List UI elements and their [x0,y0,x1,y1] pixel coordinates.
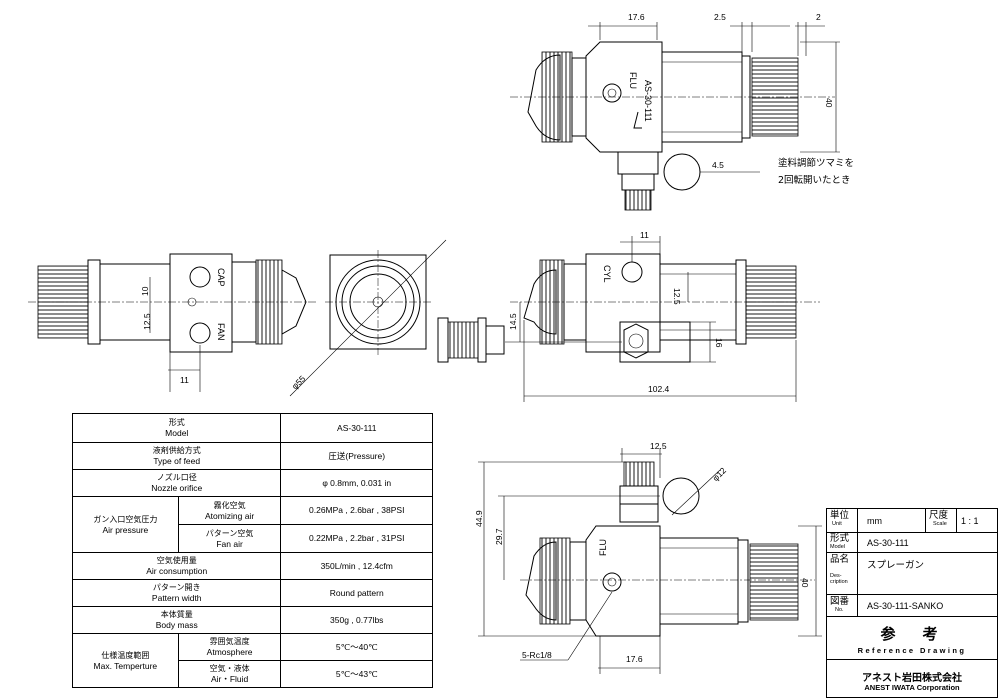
dim-left-11: 11 [180,375,189,385]
desc-value: スプレーガン [867,560,925,571]
right-view: CYL 11 12.5 14.5 16 102.4 [505,230,820,402]
spec-consumption-value: 350L/min , 12.4cfm [280,552,433,580]
spec-fan-value: 0.22MPa , 2.2bar , 31PSI [280,524,433,553]
flu-label-bottom: FLU [598,539,608,556]
dim-top-40: 40 [824,98,834,108]
model-label-jp: 形式 [830,533,850,544]
dim-bot-44-9: 44.9 [474,510,484,527]
dim-top-2: 2 [816,12,821,22]
unit-label-jp: 単位 [830,510,850,521]
spec-feed-value: 圧送(Pressure) [280,442,433,470]
dim-bot-17-6: 17.6 [626,654,643,664]
dim-bot-port: 5-Rc1/8 [522,650,552,660]
dim-right-12-5: 12.5 [672,288,682,305]
air-cap-knurl [541,51,573,143]
model-label-en: Model [830,544,845,550]
dim-top-17-6: 17.6 [628,12,645,22]
bottom-view: FLU 12.5 φ12 44.9 29.7 40 17.6 5-Rc1/8 [474,441,822,674]
dim-top-4-5: 4.5 [712,160,724,170]
reference-title-jp: 参 考 [880,625,944,643]
desc-label-en-1: Des- [830,573,842,579]
no-label-jp: 図番 [830,596,850,607]
desc-label-jp: 品名 [830,554,850,565]
reference-title-en: Reference Drawing [857,646,967,655]
flu-label: FLU [628,72,638,89]
spec-atomizing-value: 0.26MPa , 2.6bar , 38PSI [280,496,433,525]
dim-right-16: 16 [714,338,724,348]
fan-label: FAN [216,323,226,341]
drawing-number: AS-30-111-SANKO [867,601,944,611]
title-block: 単位 Unit mm 尺度 Scale 1 : 1 形式 Model AS-30… [826,508,998,698]
dim-left-12-5: 12.5 [142,313,152,330]
unit-value: mm [867,516,882,526]
dim-right-11: 11 [640,230,649,240]
note-line-2: 2回転開いたとき [778,175,851,186]
spec-mass-value: 350g , 0.77lbs [280,606,433,634]
scale-label-en: Scale [933,521,947,527]
cyl-label: CYL [602,265,612,283]
dim-top-2-5: 2.5 [714,12,726,22]
spec-orifice-value: φ 0.8mm, 0.031 in [280,469,433,497]
dim-right-14-5: 14.5 [508,313,518,330]
dim-right-102-4: 102.4 [648,384,670,394]
top-view: FLU AS-30-111 17.6 2.5 2 40 4.5 塗料調節ツマミを… [510,12,854,211]
note-line-1: 塗料調節ツマミを [778,157,854,169]
spec-model-value: AS-30-111 [280,413,433,443]
dim-bot-40: 40 [800,578,810,588]
anest-logo-icon [633,111,642,129]
dim-bot-12-5: 12.5 [650,441,667,451]
left-view: CAP FAN 10 12.5 11 [28,253,318,392]
unit-label-en: Unit [832,521,842,527]
spec-fluid-value: 5℃～43℃ [280,660,433,688]
model-engraving: AS-30-111 [643,80,653,122]
front-view: φ55 [290,239,505,397]
scale-label-jp: 尺度 [929,510,949,521]
spec-pattern-value: Round pattern [280,579,433,607]
dim-bot-29-7: 29.7 [494,528,504,545]
spec-atmosphere-value: 5℃～40℃ [280,633,433,661]
company-name-en: ANEST IWATA Corporation [864,683,960,692]
desc-label-en-2: cription [830,579,848,585]
model-value: AS-30-111 [867,538,909,548]
fluid-knob-knurl [751,57,799,137]
dim-left-10: 10 [140,286,150,296]
cap-label: CAP [216,268,226,287]
company-name-jp: アネスト岩田株式会社 [862,673,962,684]
dim-mid-55: φ55 [290,373,308,391]
dim-bot-12: φ12 [710,465,728,483]
no-label-en: No. [835,607,844,613]
scale-value: 1 : 1 [961,516,979,526]
